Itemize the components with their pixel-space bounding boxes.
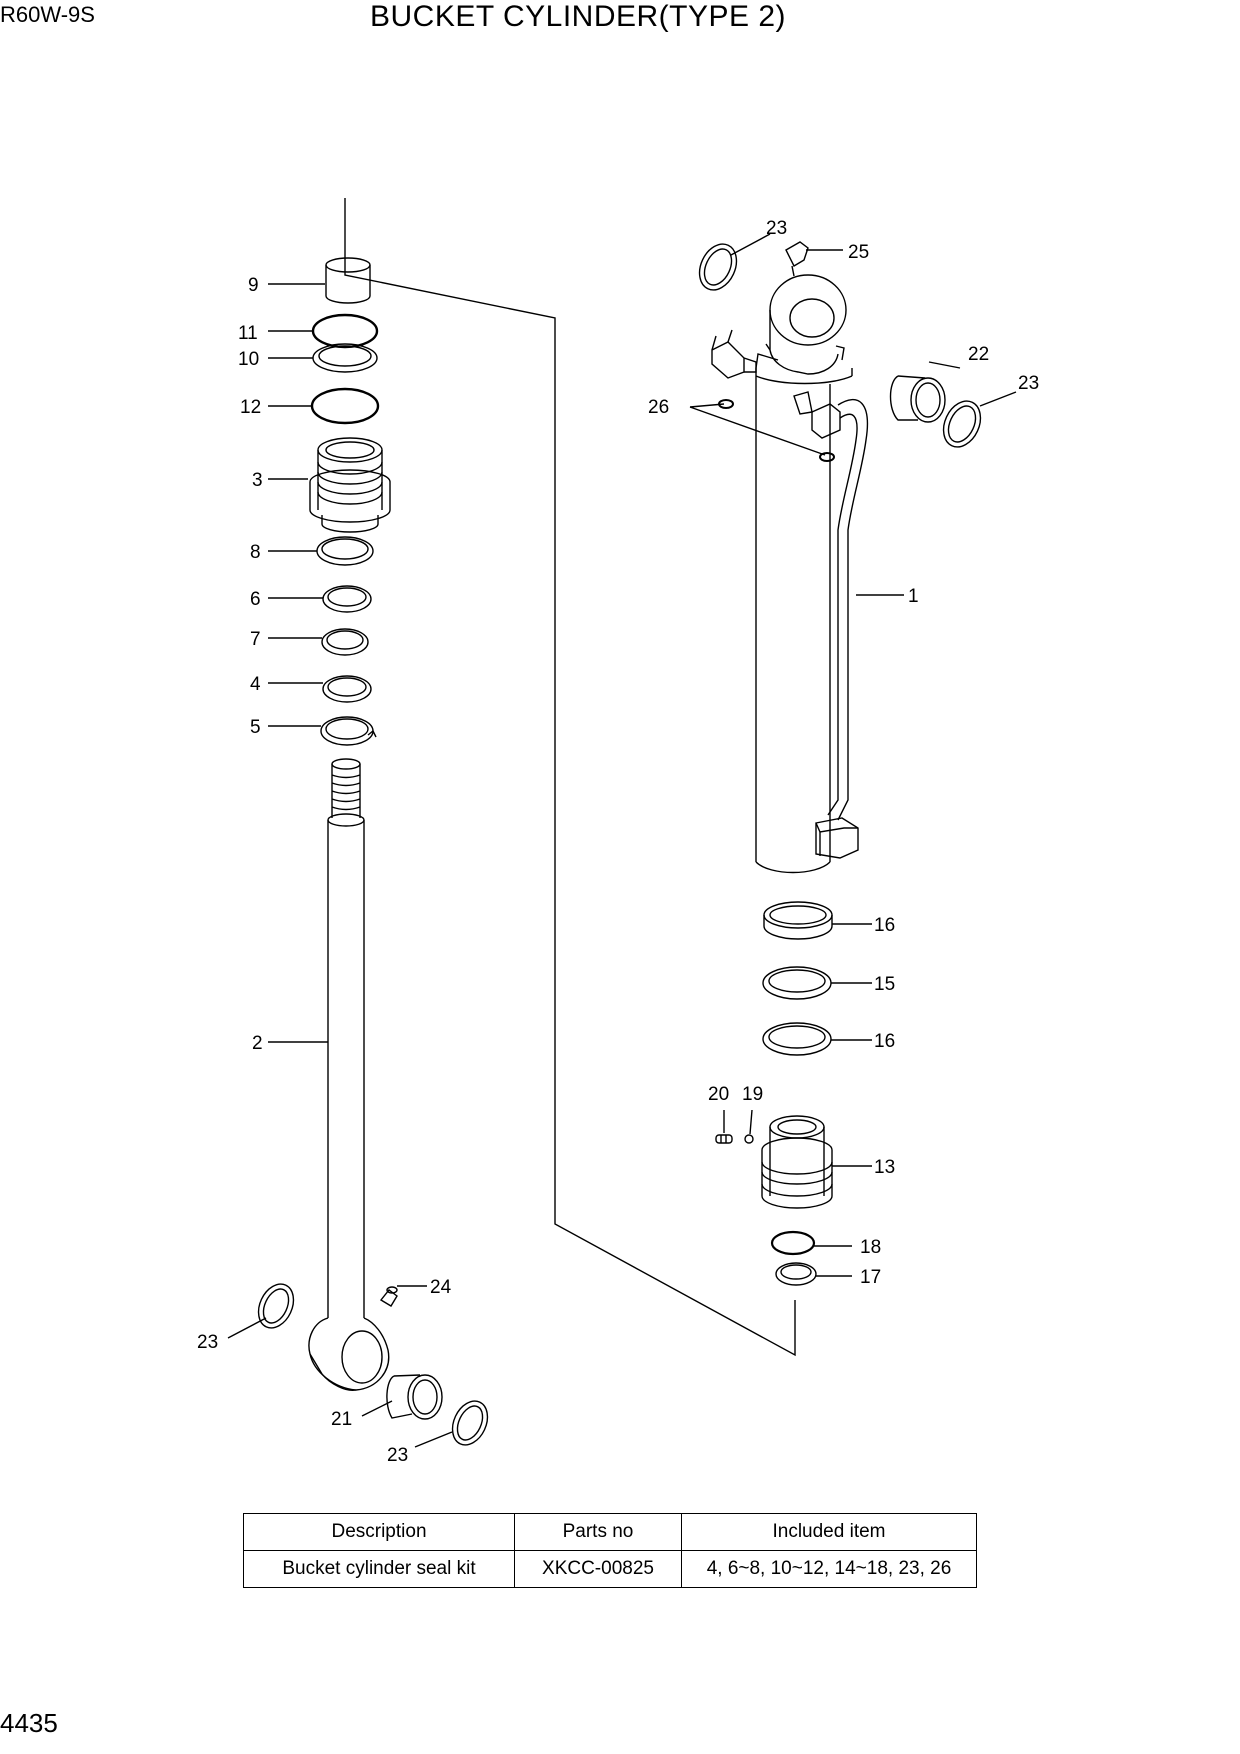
seal-kit-table: Description Parts no Included item Bucke… bbox=[243, 1513, 977, 1588]
part-16-ring-a bbox=[763, 901, 833, 940]
callout-3: 3 bbox=[252, 470, 263, 491]
part-18-o-ring bbox=[770, 1230, 816, 1256]
header-description: Description bbox=[243, 1513, 515, 1551]
callout-1: 1 bbox=[908, 586, 919, 607]
callout-18: 18 bbox=[860, 1237, 881, 1258]
part-24-grease-nipple bbox=[379, 1286, 398, 1307]
part-20-set-screw bbox=[715, 1134, 733, 1144]
callout-23-right: 23 bbox=[1018, 373, 1039, 394]
part-5-wiper-ring bbox=[320, 716, 377, 746]
cell-included-item: 4, 6~8, 10~12, 14~18, 23, 26 bbox=[681, 1550, 977, 1588]
part-23-seal-right bbox=[942, 400, 982, 448]
part-10-back-up-ring bbox=[312, 343, 378, 373]
part-17-back-up-ring bbox=[775, 1262, 817, 1286]
part-6-ring bbox=[322, 585, 372, 613]
callout-8: 8 bbox=[250, 542, 261, 563]
elbow-fitting-top bbox=[711, 329, 757, 379]
callout-24: 24 bbox=[430, 1277, 452, 1298]
callout-7: 7 bbox=[250, 629, 261, 650]
part-12-o-ring bbox=[310, 387, 380, 425]
page-title: BUCKET CYLINDER(TYPE 2) bbox=[370, 0, 787, 33]
callout-22: 22 bbox=[968, 344, 989, 365]
part-23-seal-top bbox=[698, 243, 738, 291]
callout-11: 11 bbox=[238, 323, 258, 344]
callout-19: 19 bbox=[742, 1084, 763, 1105]
pipe-assembly bbox=[815, 399, 868, 859]
part-11-o-ring bbox=[311, 313, 379, 349]
part-15-ring bbox=[762, 966, 832, 1000]
callout-4: 4 bbox=[250, 674, 261, 695]
callout-10: 10 bbox=[238, 349, 259, 370]
part-26-o-ring-b bbox=[819, 452, 835, 462]
callout-17: 17 bbox=[860, 1267, 881, 1288]
part-16-ring-b bbox=[762, 1022, 832, 1056]
assembly-guide-line bbox=[344, 198, 796, 1357]
table-row: Bucket cylinder seal kit XKCC-00825 4, 6… bbox=[243, 1550, 977, 1588]
part-19-steel-ball bbox=[744, 1134, 754, 1144]
header-included-item: Included item bbox=[681, 1513, 977, 1551]
model-code: R60W-9S bbox=[0, 2, 95, 27]
part-23-seal-bottom bbox=[451, 1400, 489, 1446]
callout-20: 20 bbox=[708, 1084, 729, 1105]
table-header-row: Description Parts no Included item bbox=[243, 1513, 977, 1551]
part-7-ring bbox=[321, 628, 369, 656]
callout-16-b: 16 bbox=[874, 1031, 895, 1052]
part-2-piston-rod bbox=[308, 758, 390, 1391]
part-13-piston bbox=[761, 1115, 833, 1209]
callout-16-a: 16 bbox=[874, 915, 895, 936]
callout-12: 12 bbox=[240, 397, 261, 418]
elbow-fitting-pipe bbox=[793, 391, 841, 439]
callout-23-left: 23 bbox=[197, 1332, 218, 1353]
callout-5: 5 bbox=[250, 717, 261, 738]
part-3-rod-cover bbox=[309, 437, 391, 533]
part-4-ring bbox=[322, 675, 372, 703]
callout-23-top: 23 bbox=[766, 218, 787, 239]
cell-description: Bucket cylinder seal kit bbox=[243, 1550, 515, 1588]
part-22-bushing bbox=[889, 375, 946, 423]
callout-23-bottom: 23 bbox=[387, 1445, 408, 1466]
part-23-seal-left bbox=[257, 1283, 295, 1329]
callout-2: 2 bbox=[252, 1033, 263, 1054]
callout-21: 21 bbox=[331, 1409, 352, 1430]
cell-parts-no: XKCC-00825 bbox=[514, 1550, 682, 1588]
part-21-bushing bbox=[386, 1374, 443, 1420]
part-9-bushing bbox=[325, 257, 371, 304]
callout-15: 15 bbox=[874, 974, 895, 995]
part-8-ring bbox=[316, 536, 374, 566]
callout-25: 25 bbox=[848, 242, 869, 263]
page-number: 4435 bbox=[0, 1708, 58, 1738]
callout-26: 26 bbox=[648, 397, 669, 418]
callout-13: 13 bbox=[874, 1157, 895, 1178]
header-parts-no: Parts no bbox=[514, 1513, 682, 1551]
callout-6: 6 bbox=[250, 589, 261, 610]
part-25-grease-nipple bbox=[785, 241, 809, 277]
callout-9: 9 bbox=[248, 275, 259, 296]
